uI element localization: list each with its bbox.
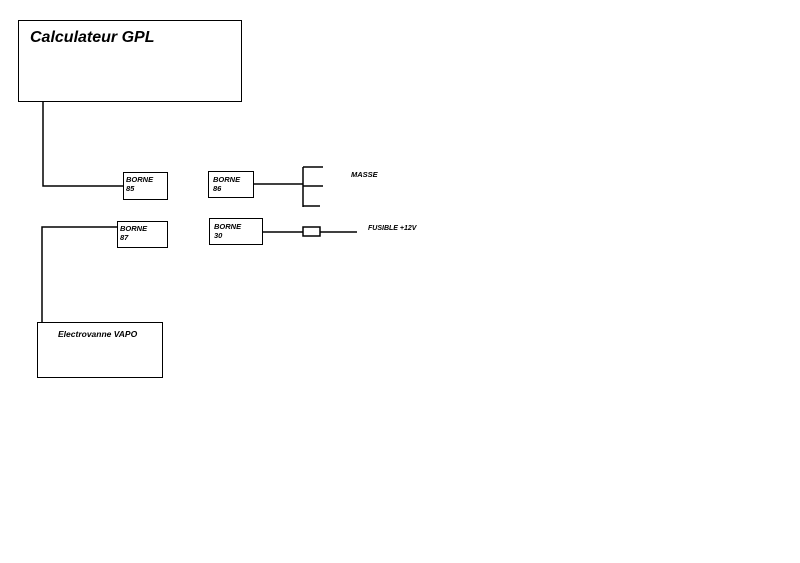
calculateur-title: Calculateur GPL	[30, 29, 155, 46]
fusible-label: FUSIBLE +12V	[368, 225, 417, 232]
wire-calculateur-to-borne-85	[42, 101, 123, 187]
wire-borne-87-to-electrovanne	[41, 226, 117, 322]
masse-ground-comb	[302, 166, 323, 207]
fuse-symbol	[302, 226, 321, 237]
calculateur-gpl-box: Calculateur GPL	[18, 20, 242, 102]
masse-label: MASSE	[351, 170, 378, 179]
electrovanne-label: Electrovanne VAPO	[58, 329, 138, 339]
electrovanne-vapo-box: Electrovanne VAPO	[37, 322, 163, 378]
